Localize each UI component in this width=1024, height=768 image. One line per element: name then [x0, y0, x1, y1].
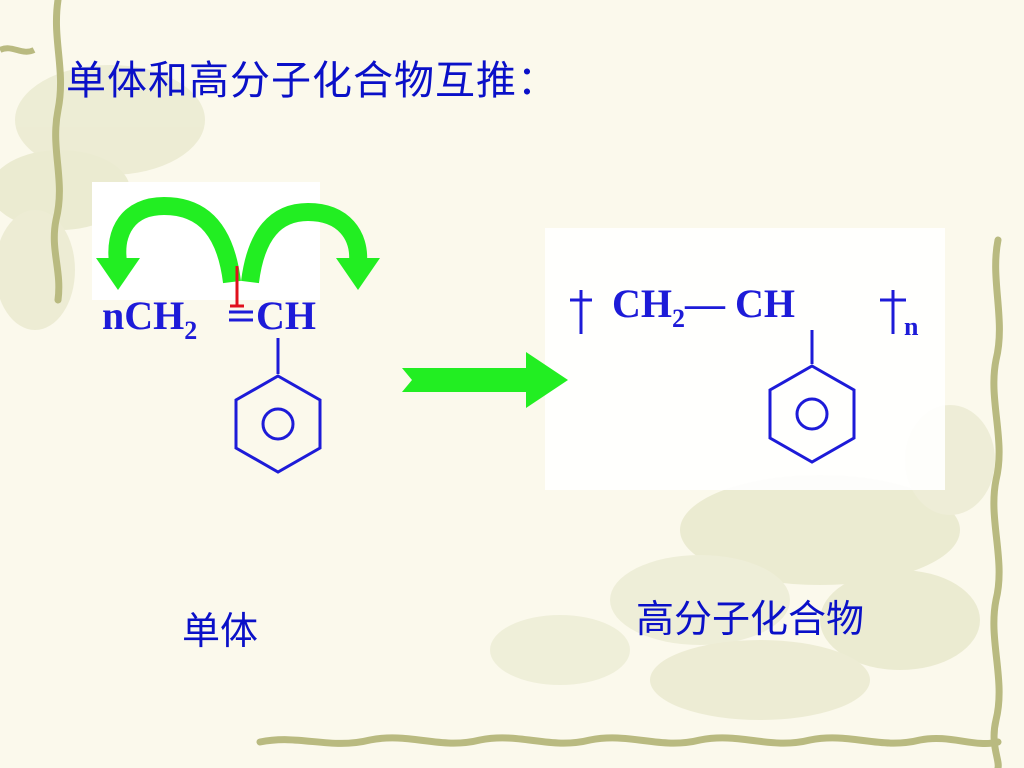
page-title: 单体和高分子化合物互推： [66, 58, 558, 104]
monomer-formula-right: CH [256, 296, 316, 336]
polymer-panel [545, 228, 945, 490]
monomer-formula-left: nCH2 [102, 296, 197, 351]
polymer-formula-mid: — CH [685, 281, 795, 326]
polymer-label: 高分子化合物 [636, 597, 865, 641]
double-bond [229, 310, 253, 322]
vine-left [50, 0, 64, 304]
curved-arrow-left-icon [96, 196, 241, 290]
benzene-ring-icon [768, 364, 856, 464]
benzene-ring-icon [234, 374, 322, 474]
foliage-bottom-right [490, 405, 995, 720]
monomer-formula-prefix: nCH [102, 293, 185, 338]
polymer-repeat-subscript: n [904, 312, 919, 341]
monomer-formula-subscript: 2 [184, 316, 198, 345]
monomer-label: 单体 [182, 609, 259, 653]
bond-break-mark [230, 266, 244, 308]
polymer-bracket-left [570, 290, 592, 334]
reaction-arrow-icon [402, 352, 568, 408]
vine-right [990, 236, 1003, 768]
monomer-panel [92, 182, 320, 300]
monomer-formula-suffix: CH [256, 293, 316, 338]
polymer-formula-subscript: 2 [672, 304, 685, 333]
polymer-formula: CH2— CH [612, 284, 795, 339]
curved-arrow-right-icon [241, 202, 380, 290]
vine-bottom [256, 734, 1002, 748]
vine-top [0, 45, 36, 55]
polymer-formula-left: CH [612, 281, 672, 326]
polymer-bracket-right [880, 290, 906, 334]
